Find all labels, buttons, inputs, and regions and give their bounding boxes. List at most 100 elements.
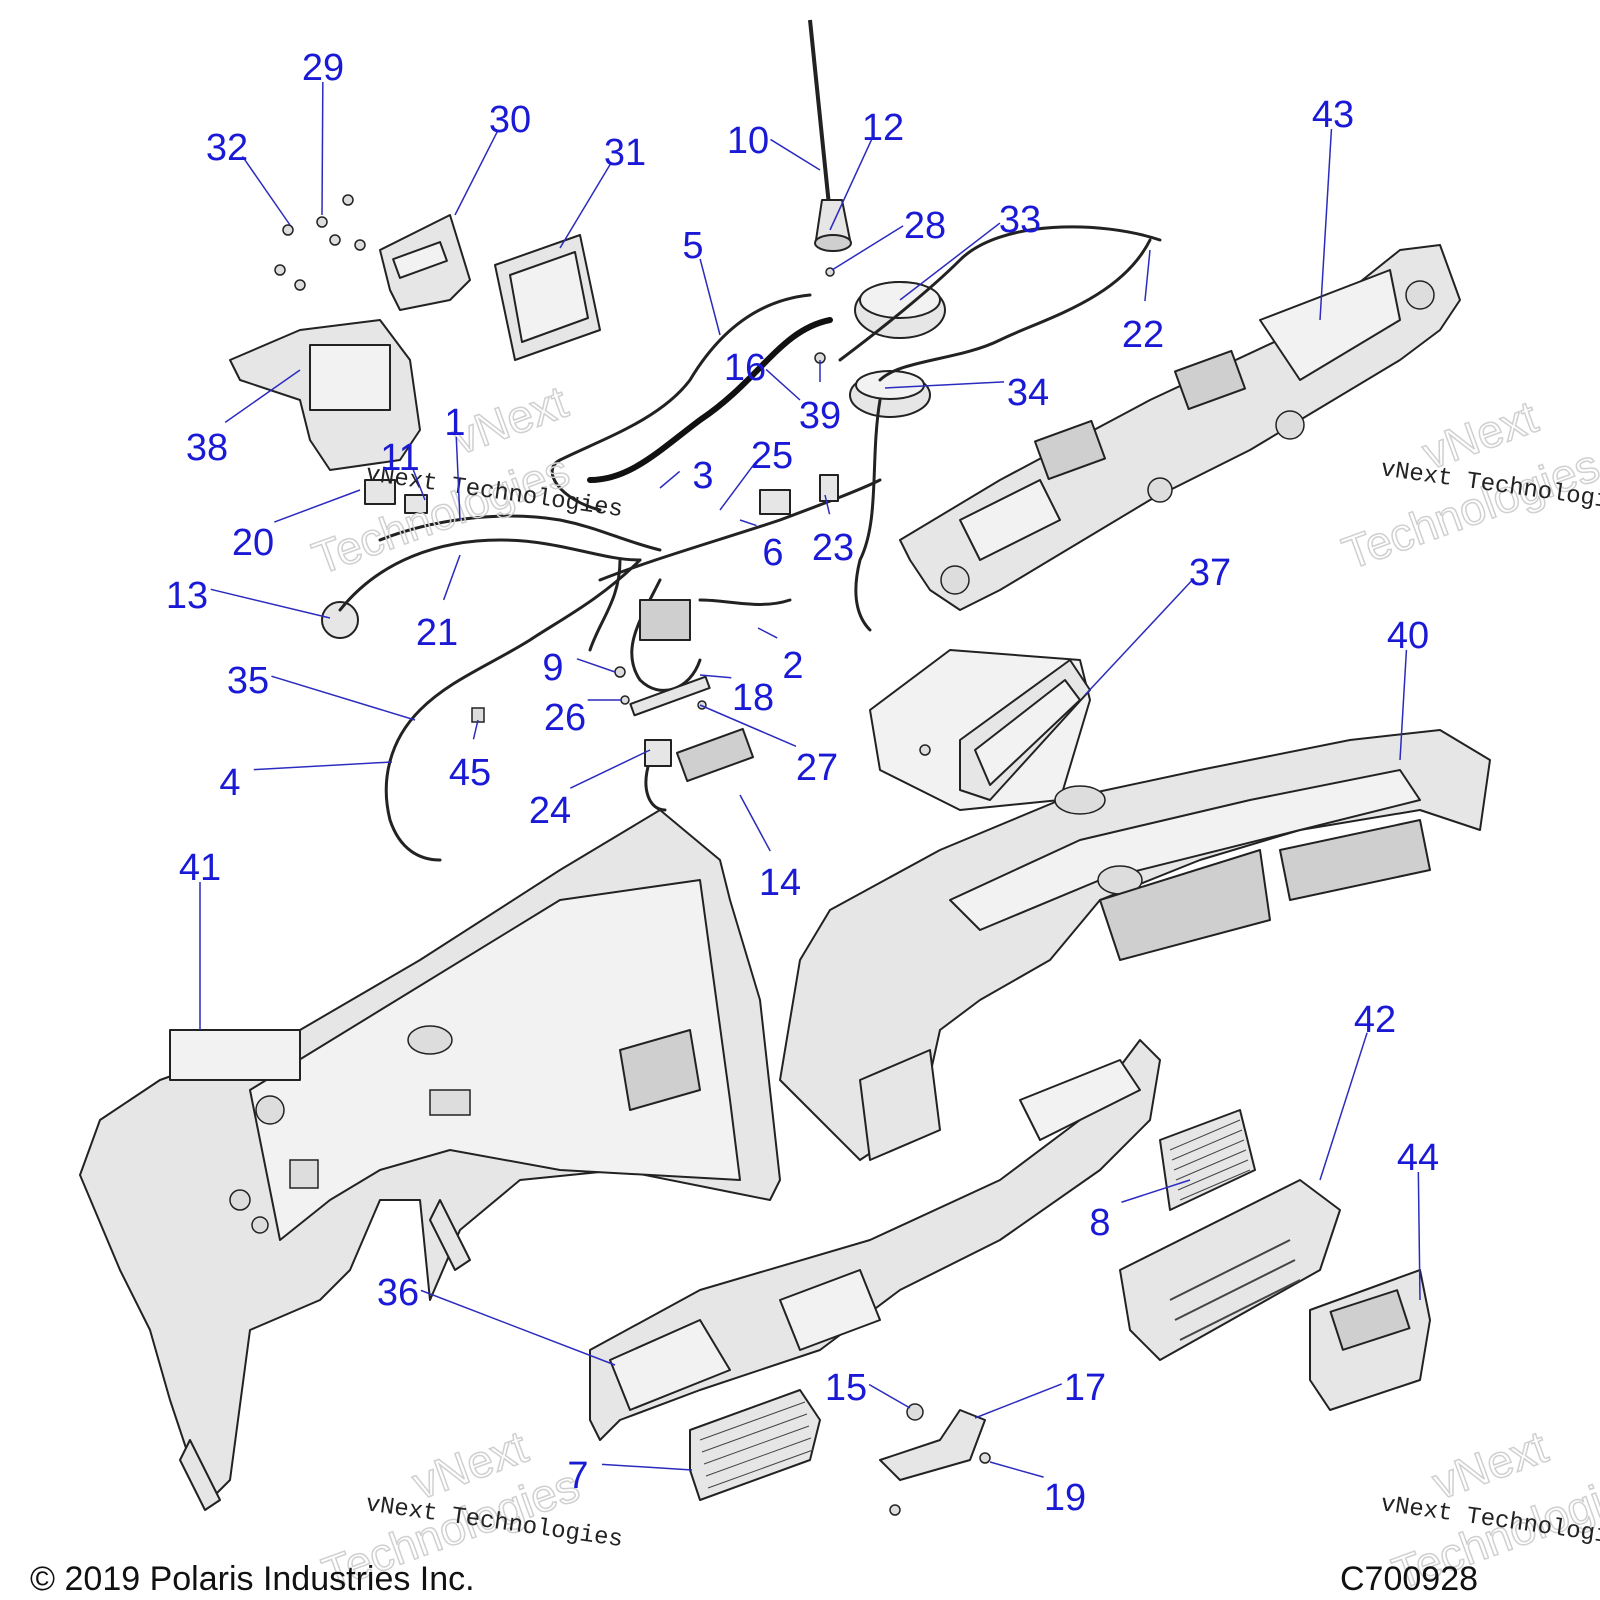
callout-leader-45	[472, 719, 479, 740]
part-41-firewall-panel	[79, 809, 781, 1511]
callout-leader-12	[829, 138, 873, 231]
callout-42: 42	[1354, 999, 1396, 1041]
callout-20: 20	[232, 522, 274, 564]
part-23-connector	[819, 474, 839, 502]
callout-leader-42	[1319, 1032, 1368, 1181]
callout-22: 22	[1122, 314, 1164, 356]
callout-leader-35	[271, 675, 416, 721]
callout-leader-36	[420, 1289, 616, 1366]
callout-leader-16	[765, 368, 801, 401]
part-18-bracket	[629, 675, 711, 717]
callout-leader-31	[559, 162, 612, 249]
part-20-connector	[364, 479, 396, 505]
callout-33: 33	[999, 199, 1041, 241]
part-44-switch-panel	[1309, 1269, 1431, 1411]
part-32-screw	[282, 224, 294, 236]
callout-35: 35	[227, 660, 269, 702]
callout-leader-37	[1084, 579, 1194, 696]
callout-14: 14	[759, 862, 801, 904]
part-45-clip	[471, 707, 485, 723]
callout-leader-14	[739, 794, 771, 852]
callout-leader-29	[321, 81, 324, 216]
callout-leader-27	[699, 704, 797, 748]
callout-43: 43	[1312, 94, 1354, 136]
callout-2: 2	[782, 645, 803, 687]
part-43-upper-dash	[899, 244, 1461, 611]
callout-leader-30	[454, 130, 499, 216]
part-6-switch	[759, 489, 791, 515]
part-13-puck	[321, 601, 359, 639]
figure-code: C700928	[1340, 1560, 1478, 1598]
part-34-dome	[849, 370, 931, 418]
screw	[354, 239, 366, 251]
copyright: © 2019 Polaris Industries Inc.	[30, 1560, 475, 1598]
callout-leader-21	[442, 554, 461, 601]
part-30-mount-bracket	[379, 214, 471, 311]
callout-44: 44	[1397, 1137, 1439, 1179]
callout-19: 19	[1044, 1477, 1086, 1519]
callout-39: 39	[799, 395, 841, 437]
callout-leader-13	[210, 588, 331, 619]
callout-15: 15	[825, 1367, 867, 1409]
callout-leader-23	[824, 494, 831, 515]
screw	[342, 194, 354, 206]
part-10-antenna	[808, 19, 852, 252]
callout-9: 9	[542, 647, 563, 689]
callout-leader-1	[455, 436, 461, 521]
callout-40: 40	[1387, 615, 1429, 657]
callout-leader-25	[719, 462, 756, 511]
callout-12: 12	[862, 107, 904, 149]
callout-38: 38	[186, 427, 228, 469]
callout-leader-33	[899, 222, 1001, 301]
callout-6: 6	[762, 532, 783, 574]
part-15-clip	[906, 1403, 924, 1421]
callout-leader-11	[412, 468, 426, 501]
part-7-speaker	[689, 1389, 821, 1501]
part-14-fuse-cover	[675, 727, 755, 783]
callout-layer: 1234567891011121314151617181920212223242…	[166, 47, 1439, 1519]
part-40-lower-dash	[779, 729, 1491, 1161]
part-9-screw	[614, 666, 626, 678]
callout-11: 11	[380, 437, 419, 479]
part-37-storage-bin	[869, 649, 1091, 811]
callout-1: 1	[444, 402, 465, 444]
callout-leader-18	[699, 674, 732, 679]
callout-31: 31	[604, 132, 646, 174]
callout-3: 3	[692, 455, 713, 497]
screw	[329, 234, 341, 246]
callout-24: 24	[529, 790, 571, 832]
part-36-lower-bezel	[589, 1039, 1161, 1441]
callout-16: 16	[724, 347, 766, 389]
callout-17: 17	[1064, 1367, 1106, 1409]
part-31-display	[494, 234, 601, 361]
callout-leader-22	[1144, 249, 1151, 302]
wire-harness	[338, 225, 1162, 862]
screw	[274, 264, 286, 276]
callout-leader-4	[253, 761, 393, 771]
callout-leader-3	[659, 470, 681, 489]
callout-45: 45	[449, 752, 491, 794]
callout-21: 21	[416, 612, 458, 654]
callout-25: 25	[751, 435, 793, 477]
callout-4: 4	[219, 762, 240, 804]
callout-leader-19	[989, 1461, 1044, 1478]
part-17-bracket	[879, 1409, 986, 1481]
callout-leader-6	[739, 519, 757, 527]
callout-41: 41	[179, 847, 221, 889]
module	[639, 599, 691, 641]
callout-leader-8	[1121, 1179, 1191, 1203]
callout-8: 8	[1089, 1202, 1110, 1244]
callout-36: 36	[377, 1272, 419, 1314]
callout-leader-10	[770, 138, 821, 171]
callout-10: 10	[727, 120, 769, 162]
callout-18: 18	[732, 677, 774, 719]
part-8-speaker-grille	[1159, 1109, 1256, 1211]
callout-leader-43	[1319, 128, 1333, 321]
callout-30: 30	[489, 99, 531, 141]
callout-23: 23	[812, 527, 854, 569]
part-19-screw	[979, 1452, 991, 1464]
callout-28: 28	[904, 205, 946, 247]
screw	[889, 1504, 901, 1516]
part-11-connector	[404, 494, 428, 514]
callout-5: 5	[682, 225, 703, 267]
